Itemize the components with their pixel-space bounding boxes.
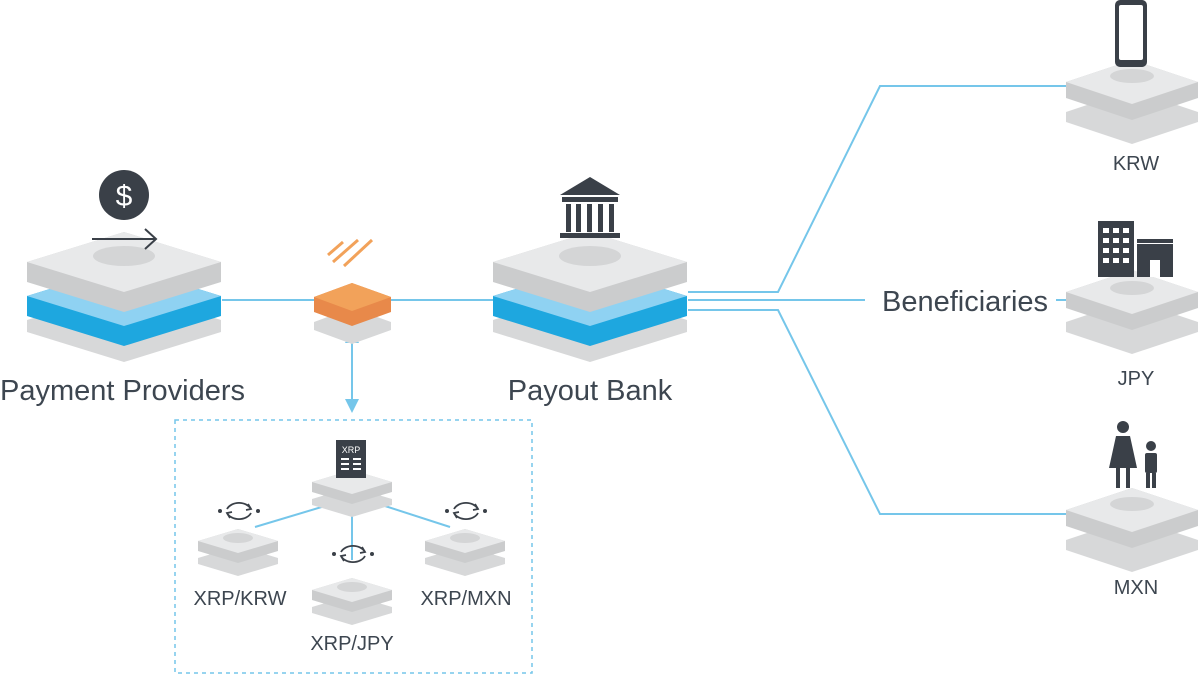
payout-bank-platform: [493, 232, 687, 362]
mxn-label: MXN: [1114, 577, 1158, 599]
krw-label: KRW: [1113, 153, 1159, 175]
smartphone-icon: [1115, 0, 1147, 67]
connector-lines: [222, 85, 1068, 560]
mxn-platform: [1066, 488, 1198, 572]
jpy-exchange-icon: [332, 545, 374, 563]
xrp-jpy-label: XRP/JPY: [310, 633, 393, 655]
dollar-symbol: $: [116, 180, 133, 213]
line-bank-to-mxn: [688, 309, 1066, 515]
xrp-document-label: XRP: [342, 445, 361, 455]
payout-bank-label: Payout Bank: [508, 375, 673, 407]
payment-providers-label: Payment Providers: [0, 375, 245, 407]
line-bank-to-krw: [688, 85, 1066, 293]
payment-providers-platform: [27, 232, 221, 362]
ripple-stripes-icon: [327, 238, 374, 268]
xrp-platform: [312, 470, 392, 517]
krw-exchange-icon: [218, 502, 260, 520]
mxn-exchange-icon: [445, 502, 487, 520]
arrow-right-icon: [92, 228, 158, 250]
dollar-coin-icon: $: [99, 170, 149, 220]
line-xrp-to-krw: [254, 505, 326, 528]
beneficiaries-label: Beneficiaries: [882, 286, 1048, 318]
jpy-label: JPY: [1118, 368, 1155, 390]
xrp-krw-label: XRP/KRW: [194, 588, 287, 610]
buildings-icon: [1098, 221, 1173, 277]
jpy-platform: [1066, 270, 1198, 354]
xrp-krw-platform: [198, 529, 278, 576]
liquidity-box: [174, 419, 533, 674]
xrp-mxn-platform: [425, 529, 505, 576]
xrp-document-icon: XRP: [336, 440, 366, 478]
xrp-jpy-platform: [312, 578, 392, 625]
family-icon: [1109, 421, 1157, 488]
hub-node: [314, 283, 391, 344]
bank-building-icon: [560, 177, 620, 238]
line-xrp-to-mxn: [384, 505, 451, 528]
krw-platform: [1066, 60, 1198, 144]
xrp-mxn-label: XRP/MXN: [420, 588, 511, 610]
